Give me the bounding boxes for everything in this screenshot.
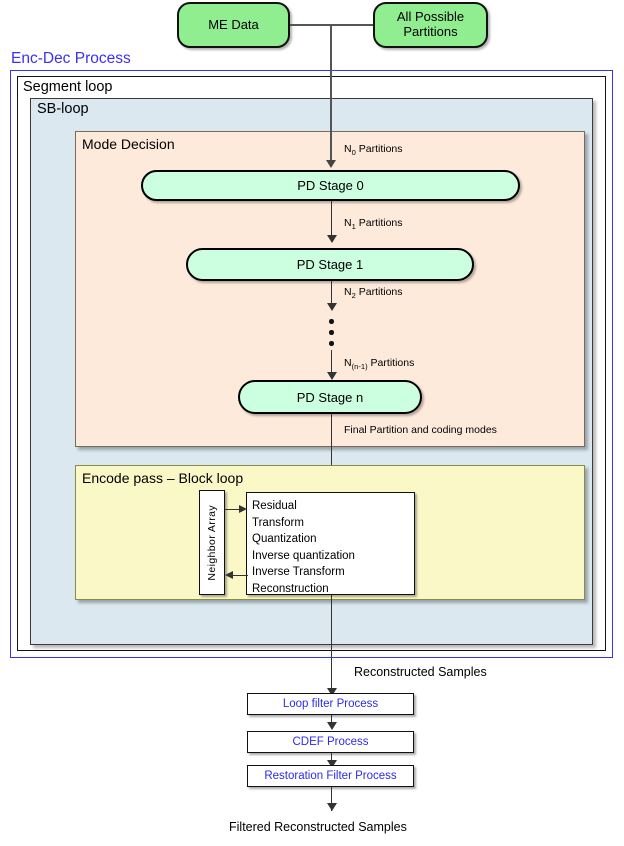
loop-filter-process-node[interactable]: Loop filter Process — [247, 693, 414, 715]
pd0-to-pd1-arrow — [326, 235, 337, 243]
edge-label-nn1-sub: (n-1) — [351, 362, 368, 372]
edge-label-n0-sub: 0 — [351, 148, 356, 158]
cdef-process-label: CDEF Process — [292, 736, 369, 748]
encode-pass-title: Encode pass – Block loop — [82, 470, 244, 486]
edge-label-n2-tail: Partitions — [355, 286, 403, 298]
ellipsis-dot-2 — [329, 330, 334, 335]
loopfilter-to-cdef-line — [330, 715, 332, 728]
block-operations-box: Residual Transform Quantization Inverse … — [246, 492, 415, 595]
ops-to-neighbor-line — [232, 574, 248, 576]
restoration-to-output-arrow — [326, 803, 337, 811]
edge-label-n2: N2 Partitions — [344, 286, 403, 300]
all-possible-partitions-label-line1: All Possible — [396, 9, 465, 25]
edge-label-n2-n: N — [344, 286, 352, 298]
all-possible-partitions-node[interactable]: All Possible Partitions — [373, 2, 488, 48]
neighbor-array-label: Neighbor Array — [206, 504, 218, 581]
operation-inverse-transform: Inverse Transform — [252, 566, 345, 579]
pd-stage-1-node[interactable]: PD Stage 1 — [186, 248, 474, 281]
me-data-node[interactable]: ME Data — [177, 2, 290, 48]
edge-label-final-partition: Final Partition and coding modes — [344, 424, 497, 436]
ellipsis-dot-1 — [329, 319, 334, 324]
ellipsis-to-pdn-line — [330, 350, 332, 378]
input-trunk-arrow — [326, 160, 336, 168]
pd-stage-1-label: PD Stage 1 — [296, 257, 364, 272]
ellipsis-dot-3 — [329, 341, 334, 346]
pd1-to-ellipsis-line — [330, 281, 332, 305]
edge-label-nn1: N(n-1) Partitions — [344, 357, 414, 371]
operation-residual: Residual — [252, 500, 297, 512]
pd-stage-0-node[interactable]: PD Stage 0 — [141, 170, 520, 201]
operation-reconstruction: Reconstruction — [252, 582, 329, 595]
edge-label-n1-sub: 1 — [351, 222, 356, 232]
neighbor-to-ops-line — [225, 508, 241, 510]
operation-quantization: Quantization — [252, 533, 317, 546]
cdef-to-restoration-arrow — [326, 760, 337, 768]
sb-loop-title: SB-loop — [37, 101, 89, 117]
edge-label-n1-tail: Partitions — [355, 217, 403, 229]
edge-label-n0-n: N — [344, 143, 352, 155]
restoration-filter-process-label: Restoration Filter Process — [264, 770, 397, 782]
edge-label-n2-sub: 2 — [351, 291, 356, 301]
restoration-filter-process-node[interactable]: Restoration Filter Process — [247, 765, 414, 787]
edge-label-nn1-tail: Partitions — [367, 357, 415, 369]
edge-label-n1-n: N — [344, 217, 352, 229]
edge-label-n0: N0 Partitions — [344, 143, 403, 157]
encode-to-filters-line — [330, 595, 332, 696]
pd0-to-pd1-line — [330, 201, 332, 237]
operation-transform: Transform — [252, 516, 304, 529]
neighbor-array-node[interactable]: Neighbor Array — [199, 490, 225, 595]
me-data-label: ME Data — [208, 16, 259, 32]
filtered-reconstructed-samples-label: Filtered Reconstructed Samples — [229, 820, 407, 834]
pd1-to-ellipsis-arrow — [326, 303, 337, 311]
mode-decision-title: Mode Decision — [82, 136, 175, 152]
all-possible-partitions-label-line2: Partitions — [403, 24, 458, 39]
ellipsis-to-pdn-arrow — [326, 372, 337, 380]
pd-stage-0-label: PD Stage 0 — [297, 178, 364, 193]
pd-stage-n-label: PD Stage n — [296, 389, 364, 405]
segment-loop-title: Segment loop — [23, 79, 113, 95]
loopfilter-to-cdef-arrow — [326, 722, 337, 730]
restoration-to-output-line — [330, 787, 332, 811]
enc-dec-process-frame — [10, 70, 613, 658]
neighbor-to-ops-arrow — [239, 505, 247, 513]
cdef-to-restoration-line — [330, 753, 332, 766]
enc-dec-process-title: Enc-Dec Process — [11, 50, 131, 67]
input-trunk-line — [330, 24, 333, 162]
edge-label-n1: N1 Partitions — [344, 217, 403, 231]
encode-to-filters-arrow — [326, 688, 337, 696]
loop-filter-process-label: Loop filter Process — [282, 698, 379, 710]
cdef-process-node[interactable]: CDEF Process — [247, 731, 414, 753]
pd-stage-n-node[interactable]: PD Stage n — [238, 380, 422, 414]
ops-to-neighbor-arrow — [225, 571, 233, 579]
reconstructed-samples-label: Reconstructed Samples — [354, 665, 487, 679]
edge-label-n0-tail: Partitions — [355, 143, 403, 155]
operation-inverse-quantization: Inverse quantization — [252, 549, 355, 562]
pdn-to-encode-line — [330, 414, 332, 491]
edge-label-nn1-n: N — [344, 357, 352, 369]
